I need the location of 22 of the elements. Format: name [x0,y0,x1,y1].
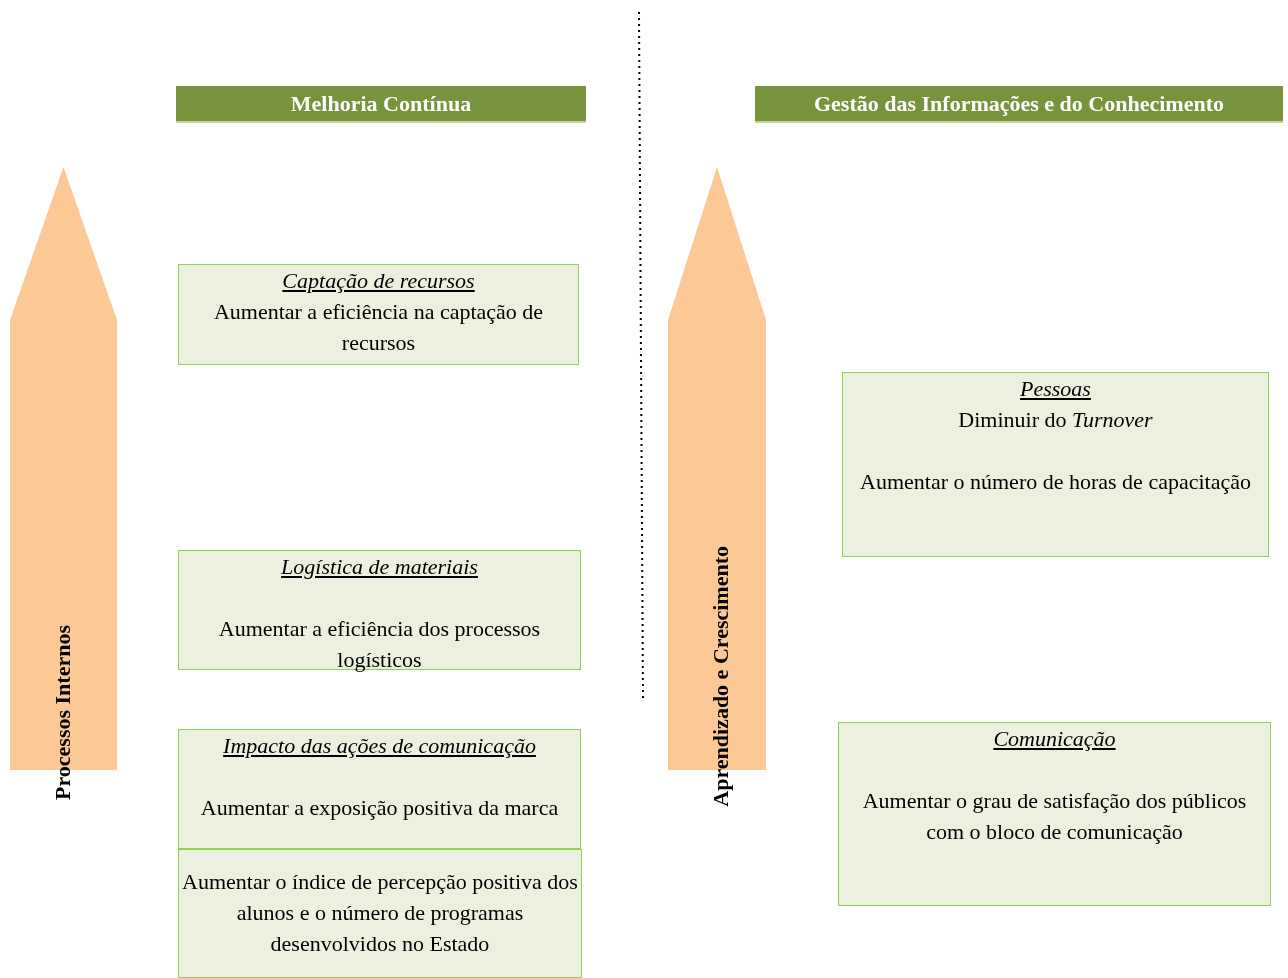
objective-heading: Captação de recursos [281,267,476,295]
objective-box [838,722,1271,906]
objective-text: Aumentar o número de horas de capacitação [859,468,1252,496]
objective-box [178,550,581,670]
objective-text: Aumentar a eficiência dos processos logísticos [217,615,542,674]
objective-text: Diminuir do Turnover [957,406,1154,434]
objective-text: Aumentar o índice de percepção positiva dos alunos e o número de programas desenvolvidos no Estado [181,868,579,958]
objective-box [178,729,581,849]
perspective-label: Aprendizado e Crescimento [708,546,734,807]
objective-text: Aumentar a eficiência na captação de recursos [212,298,545,357]
perspective-header-bar: Melhoria Contínua [176,86,586,123]
objective-box [178,264,579,365]
objective-heading: Impacto das ações de comunicação [222,732,537,760]
perspective-header-bar: Gestão das Informações e do Conhecimento [755,86,1283,123]
objective-box [178,849,582,978]
objective-heading: Comunicação [992,725,1117,753]
objective-heading: Logística de materiais [280,553,479,581]
objective-heading: Pessoas [1019,375,1092,403]
objective-text: Aumentar o grau de satisfação dos públicos com o bloco de comunicação [861,787,1248,846]
objective-text: Aumentar a exposição positiva da marca [199,794,560,822]
objective-box [842,372,1269,557]
perspective-label: Processos Internos [50,625,76,800]
